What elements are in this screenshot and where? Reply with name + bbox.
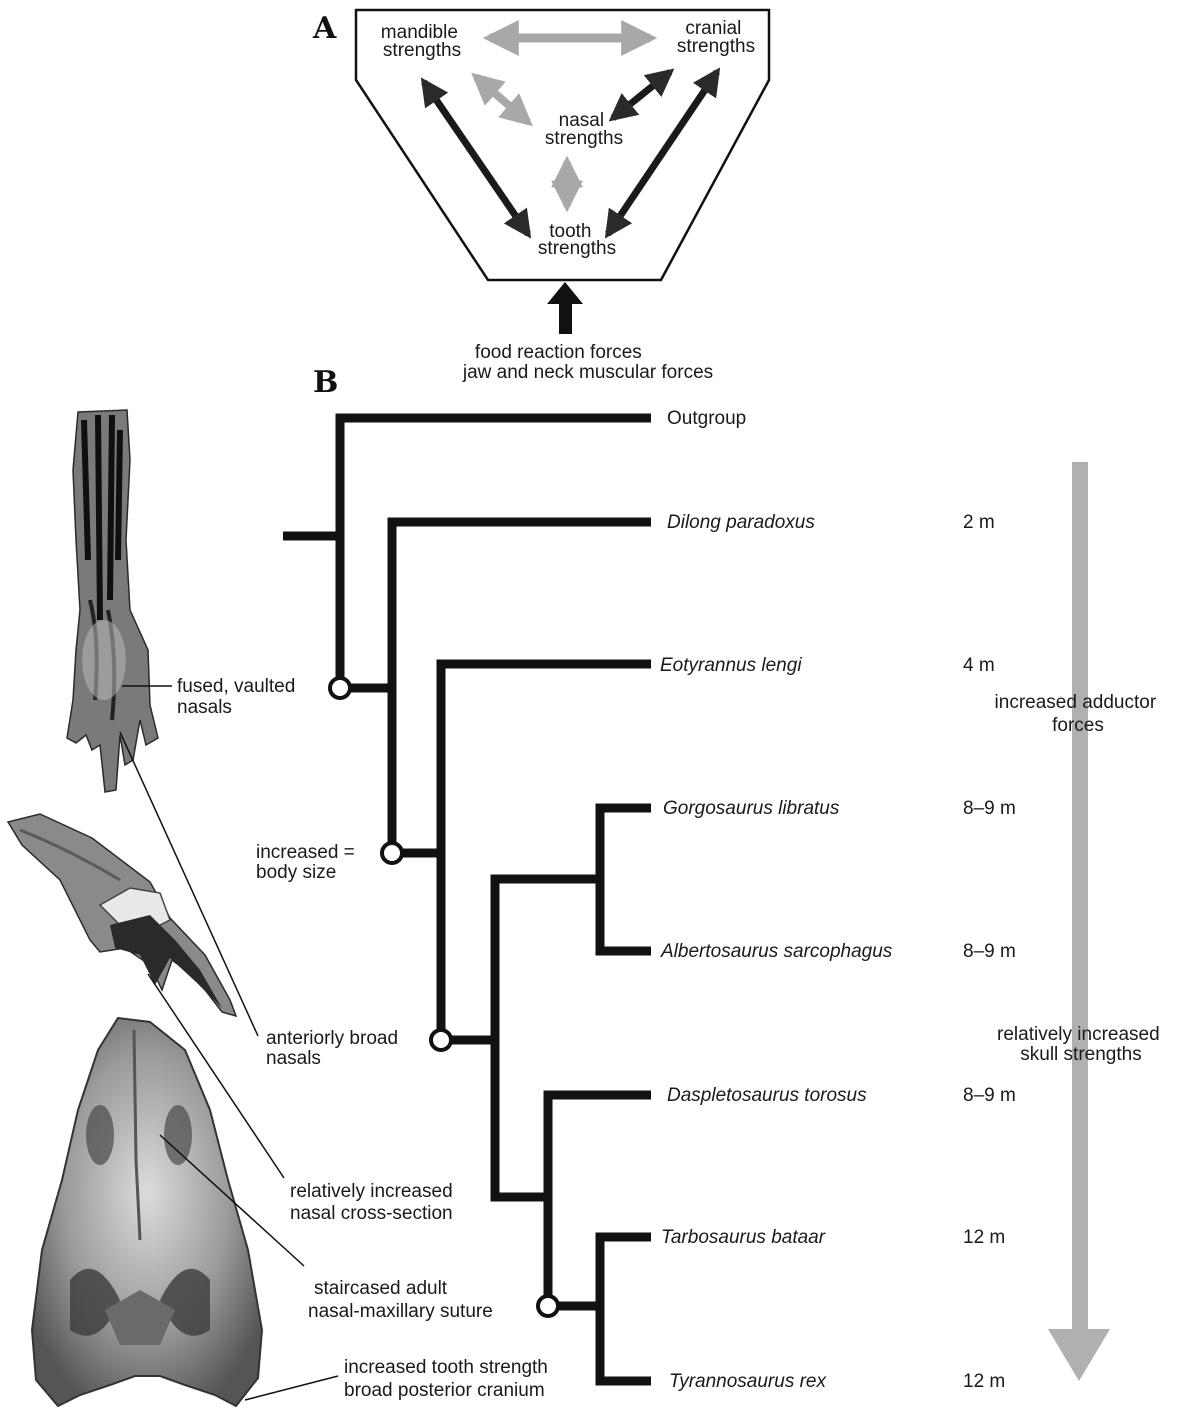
- taxon-label: Dilong paradoxus: [667, 512, 815, 533]
- body-size-value: 12 m: [963, 1371, 1005, 1392]
- fused-nasals-node: [330, 678, 350, 698]
- broad-nasals-label: anteriorly broad nasals: [266, 1028, 403, 1069]
- tooth-strength-label: increased tooth strength broad posterior…: [344, 1357, 553, 1401]
- suture-label: staircased adult nasal-maxillary suture: [308, 1278, 493, 1322]
- force-arrow-shaft: [559, 302, 572, 334]
- leader-line: [245, 1376, 338, 1400]
- suture-node: [538, 1296, 558, 1316]
- cross-section-label: relatively increased nasal cross-section: [290, 1181, 458, 1224]
- body-size-label: increased = body size: [256, 842, 360, 883]
- taxon-label: Outgroup: [667, 408, 746, 429]
- mandible-strengths-label: mandible strengths: [381, 22, 463, 61]
- taxon-label: Daspletosaurus torosus: [667, 1085, 867, 1106]
- trend-arrow-head: [1048, 1329, 1110, 1381]
- body-size-value: 8–9 m: [963, 798, 1016, 819]
- panel-a: A mandible strengths cranial strengths n…: [312, 10, 769, 383]
- body-size-value: 4 m: [963, 655, 995, 676]
- skull-strengths-label: relatively increased skull strengths: [997, 1024, 1165, 1065]
- taxon-label: Tarbosaurus bataar: [661, 1227, 826, 1248]
- fused-nasals-image: [67, 410, 158, 792]
- taxon-label: Albertosaurus sarcophagus: [660, 941, 893, 962]
- panel-b-letter: B: [313, 365, 338, 400]
- specimen-images: [8, 410, 338, 1406]
- albertosaurine-clade: [600, 808, 651, 951]
- tyrannosaurine-clade: [600, 1237, 651, 1381]
- force-arrow-head: [547, 282, 583, 304]
- body-size-node: [382, 843, 402, 863]
- skull-image: [32, 1018, 262, 1406]
- tooth-strengths-label: tooth strengths: [538, 221, 616, 259]
- body-size-value: 2 m: [963, 512, 995, 533]
- broad-nasals-node: [431, 1030, 451, 1050]
- taxon-label: Eotyrannus lengi: [660, 655, 802, 676]
- panel-b: B Outgroup Dilong paradoxu: [177, 365, 1165, 1401]
- body-size-value: 8–9 m: [963, 1085, 1016, 1106]
- nasal-cross-section-image: [8, 814, 236, 1016]
- body-size-value: 8–9 m: [963, 941, 1016, 962]
- taxon-label: Tyrannosaurus rex: [669, 1371, 827, 1392]
- nasal-cranial-arrow: [613, 72, 670, 118]
- dilong-branch: [392, 522, 651, 853]
- cladogram: [283, 418, 651, 1381]
- mandible-nasal-arrow: [476, 77, 528, 122]
- trend-arrow-shaft: [1072, 462, 1088, 1342]
- eotyrannus-branch: [441, 664, 651, 1040]
- taxon-label: Gorgosaurus libratus: [663, 798, 840, 819]
- body-size-value: 12 m: [963, 1227, 1005, 1248]
- panel-a-letter: A: [312, 11, 337, 46]
- outgroup-branch: [340, 418, 651, 685]
- tooth-cranial-arrow: [608, 72, 717, 234]
- input-forces-label: food reaction forces jaw and neck muscul…: [462, 342, 713, 383]
- cranial-strengths-label: cranial strengths: [677, 18, 755, 57]
- fused-nasals-label: fused, vaulted nasals: [177, 676, 301, 718]
